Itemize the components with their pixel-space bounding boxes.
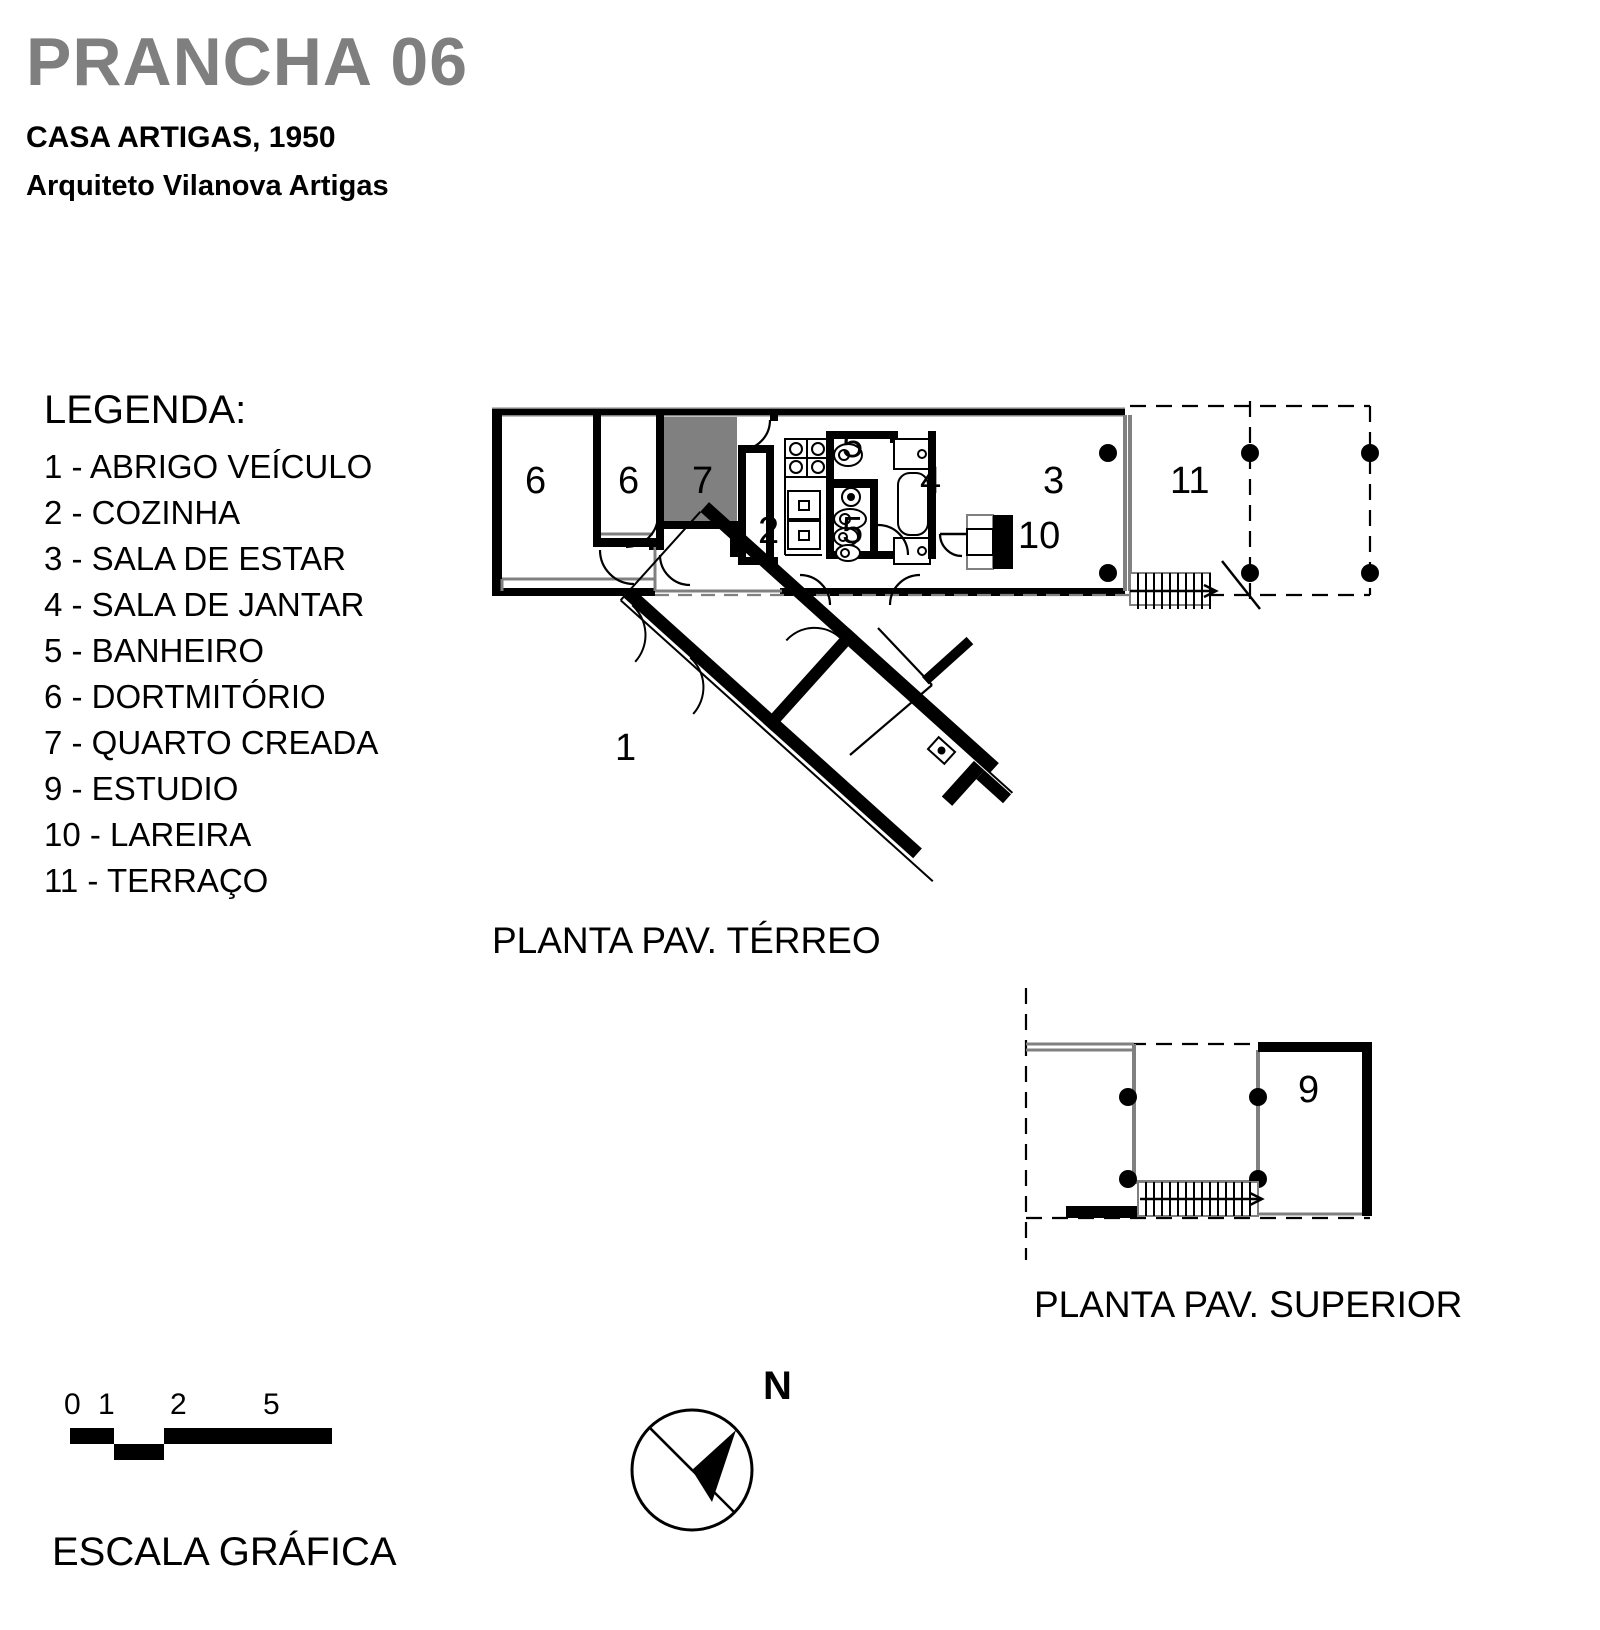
north-arrow: N — [620, 1364, 810, 1565]
scale-tick-label: 5 — [263, 1388, 280, 1421]
room-label-9: 9 — [1298, 1069, 1319, 1111]
room-label-7: 7 — [692, 460, 713, 502]
ground-floor-plan-drawing: 6 6 7 2 5 5 4 10 3 11 1 — [492, 401, 1379, 883]
legend-item: 6 - DORTMITÓRIO — [44, 678, 326, 715]
architect-name: Arquiteto Vilanova Artigas — [26, 170, 389, 202]
legend-item: 9 - ESTUDIO — [44, 770, 239, 807]
room-label-5b: 5 — [842, 510, 863, 552]
entry-walk — [849, 627, 933, 756]
upper-plan-walls — [1066, 1042, 1372, 1218]
page-title: PRANCHA 06 — [26, 24, 469, 100]
door-swing — [799, 573, 832, 606]
door-swing — [888, 573, 921, 606]
scale-segment-2-5 — [164, 1428, 332, 1444]
scale-caption: ESCALA GRÁFICA — [52, 1530, 397, 1574]
door-swing — [598, 549, 635, 586]
room-label-1: 1 — [615, 727, 636, 769]
project-name: CASA ARTIGAS, 1950 — [26, 121, 336, 154]
door-swing — [658, 554, 691, 587]
staircase-up — [1137, 1181, 1265, 1217]
door-swing — [689, 656, 705, 715]
door-swing — [785, 626, 841, 642]
bathroom-walls — [826, 431, 916, 559]
upper-plan-envelope — [1024, 988, 1370, 1260]
scale-tick-label: 0 — [64, 1388, 81, 1421]
room-label-2: 2 — [758, 510, 779, 552]
room-7-shaded-area — [662, 417, 737, 521]
compass-rose — [630, 1408, 754, 1532]
room-label-11: 11 — [1170, 460, 1209, 502]
room-label-5a: 5 — [842, 424, 863, 466]
north-letter-label: N — [763, 1364, 792, 1408]
door-swing — [625, 514, 660, 549]
title-block: PRANCHA 06 CASA ARTIGAS, 1950 Arquiteto … — [26, 24, 468, 206]
scale-segment-0-1 — [70, 1428, 114, 1444]
fireplace — [938, 514, 1013, 570]
kitchen-fixtures — [784, 438, 830, 556]
north-needle — [692, 1430, 736, 1502]
legend-item: 1 - ABRIGO VEÍCULO — [44, 448, 373, 485]
ground-plan-room-labels: 6 6 7 2 5 5 4 10 3 11 — [525, 424, 1209, 557]
room-label-4: 4 — [920, 460, 941, 502]
legend: LEGENDA: 1 - ABRIGO VEÍCULO 2 - COZINHA … — [44, 386, 378, 904]
room-label-6b: 6 — [618, 460, 639, 502]
door-swing — [739, 419, 772, 452]
room-label-3: 3 — [1043, 460, 1064, 502]
legend-item: 5 - BANHEIRO — [44, 632, 265, 669]
legend-item: 10 - LAREIRA — [44, 816, 252, 853]
graphic-scale-bar: 0 1 2 5 — [60, 1390, 360, 1470]
legend-item: 7 - QUARTO CREADA — [44, 724, 379, 761]
bathroom-block-walls — [928, 431, 936, 559]
legend-heading: LEGENDA: — [44, 388, 247, 432]
room-label-6a: 6 — [525, 460, 546, 502]
upper-floor-plan-caption: PLANTA PAV. SUPERIOR — [1034, 1284, 1463, 1325]
door-swing — [631, 604, 647, 663]
upper-floor-plan-drawing: 9 — [1024, 988, 1372, 1260]
stair-break-line — [1221, 560, 1261, 610]
legend-item: 2 - COZINHA — [44, 494, 241, 531]
scale-tick-label: 1 — [98, 1388, 115, 1421]
structural-columns — [1119, 1088, 1267, 1188]
interior-partitions — [593, 415, 657, 550]
living-room-east-wall — [1123, 415, 1132, 591]
scale-tick-label: 2 — [170, 1388, 187, 1421]
exterior-walls — [492, 409, 1125, 596]
legend-item: 4 - SALA DE JANTAR — [44, 586, 365, 623]
entry-wall — [922, 636, 974, 685]
legend-item: 3 - SALA DE ESTAR — [44, 540, 346, 577]
staircase-up — [1129, 560, 1261, 610]
structural-columns — [1099, 444, 1379, 582]
legend-item: 11 - TERRAÇO — [44, 862, 269, 899]
ground-floor-plan-caption: PLANTA PAV. TÉRREO — [492, 920, 881, 961]
garage-block — [619, 502, 1014, 883]
room-label-10: 10 — [1018, 515, 1060, 557]
bathroom-fixtures — [833, 438, 931, 565]
scale-segment-1-2 — [114, 1444, 164, 1460]
